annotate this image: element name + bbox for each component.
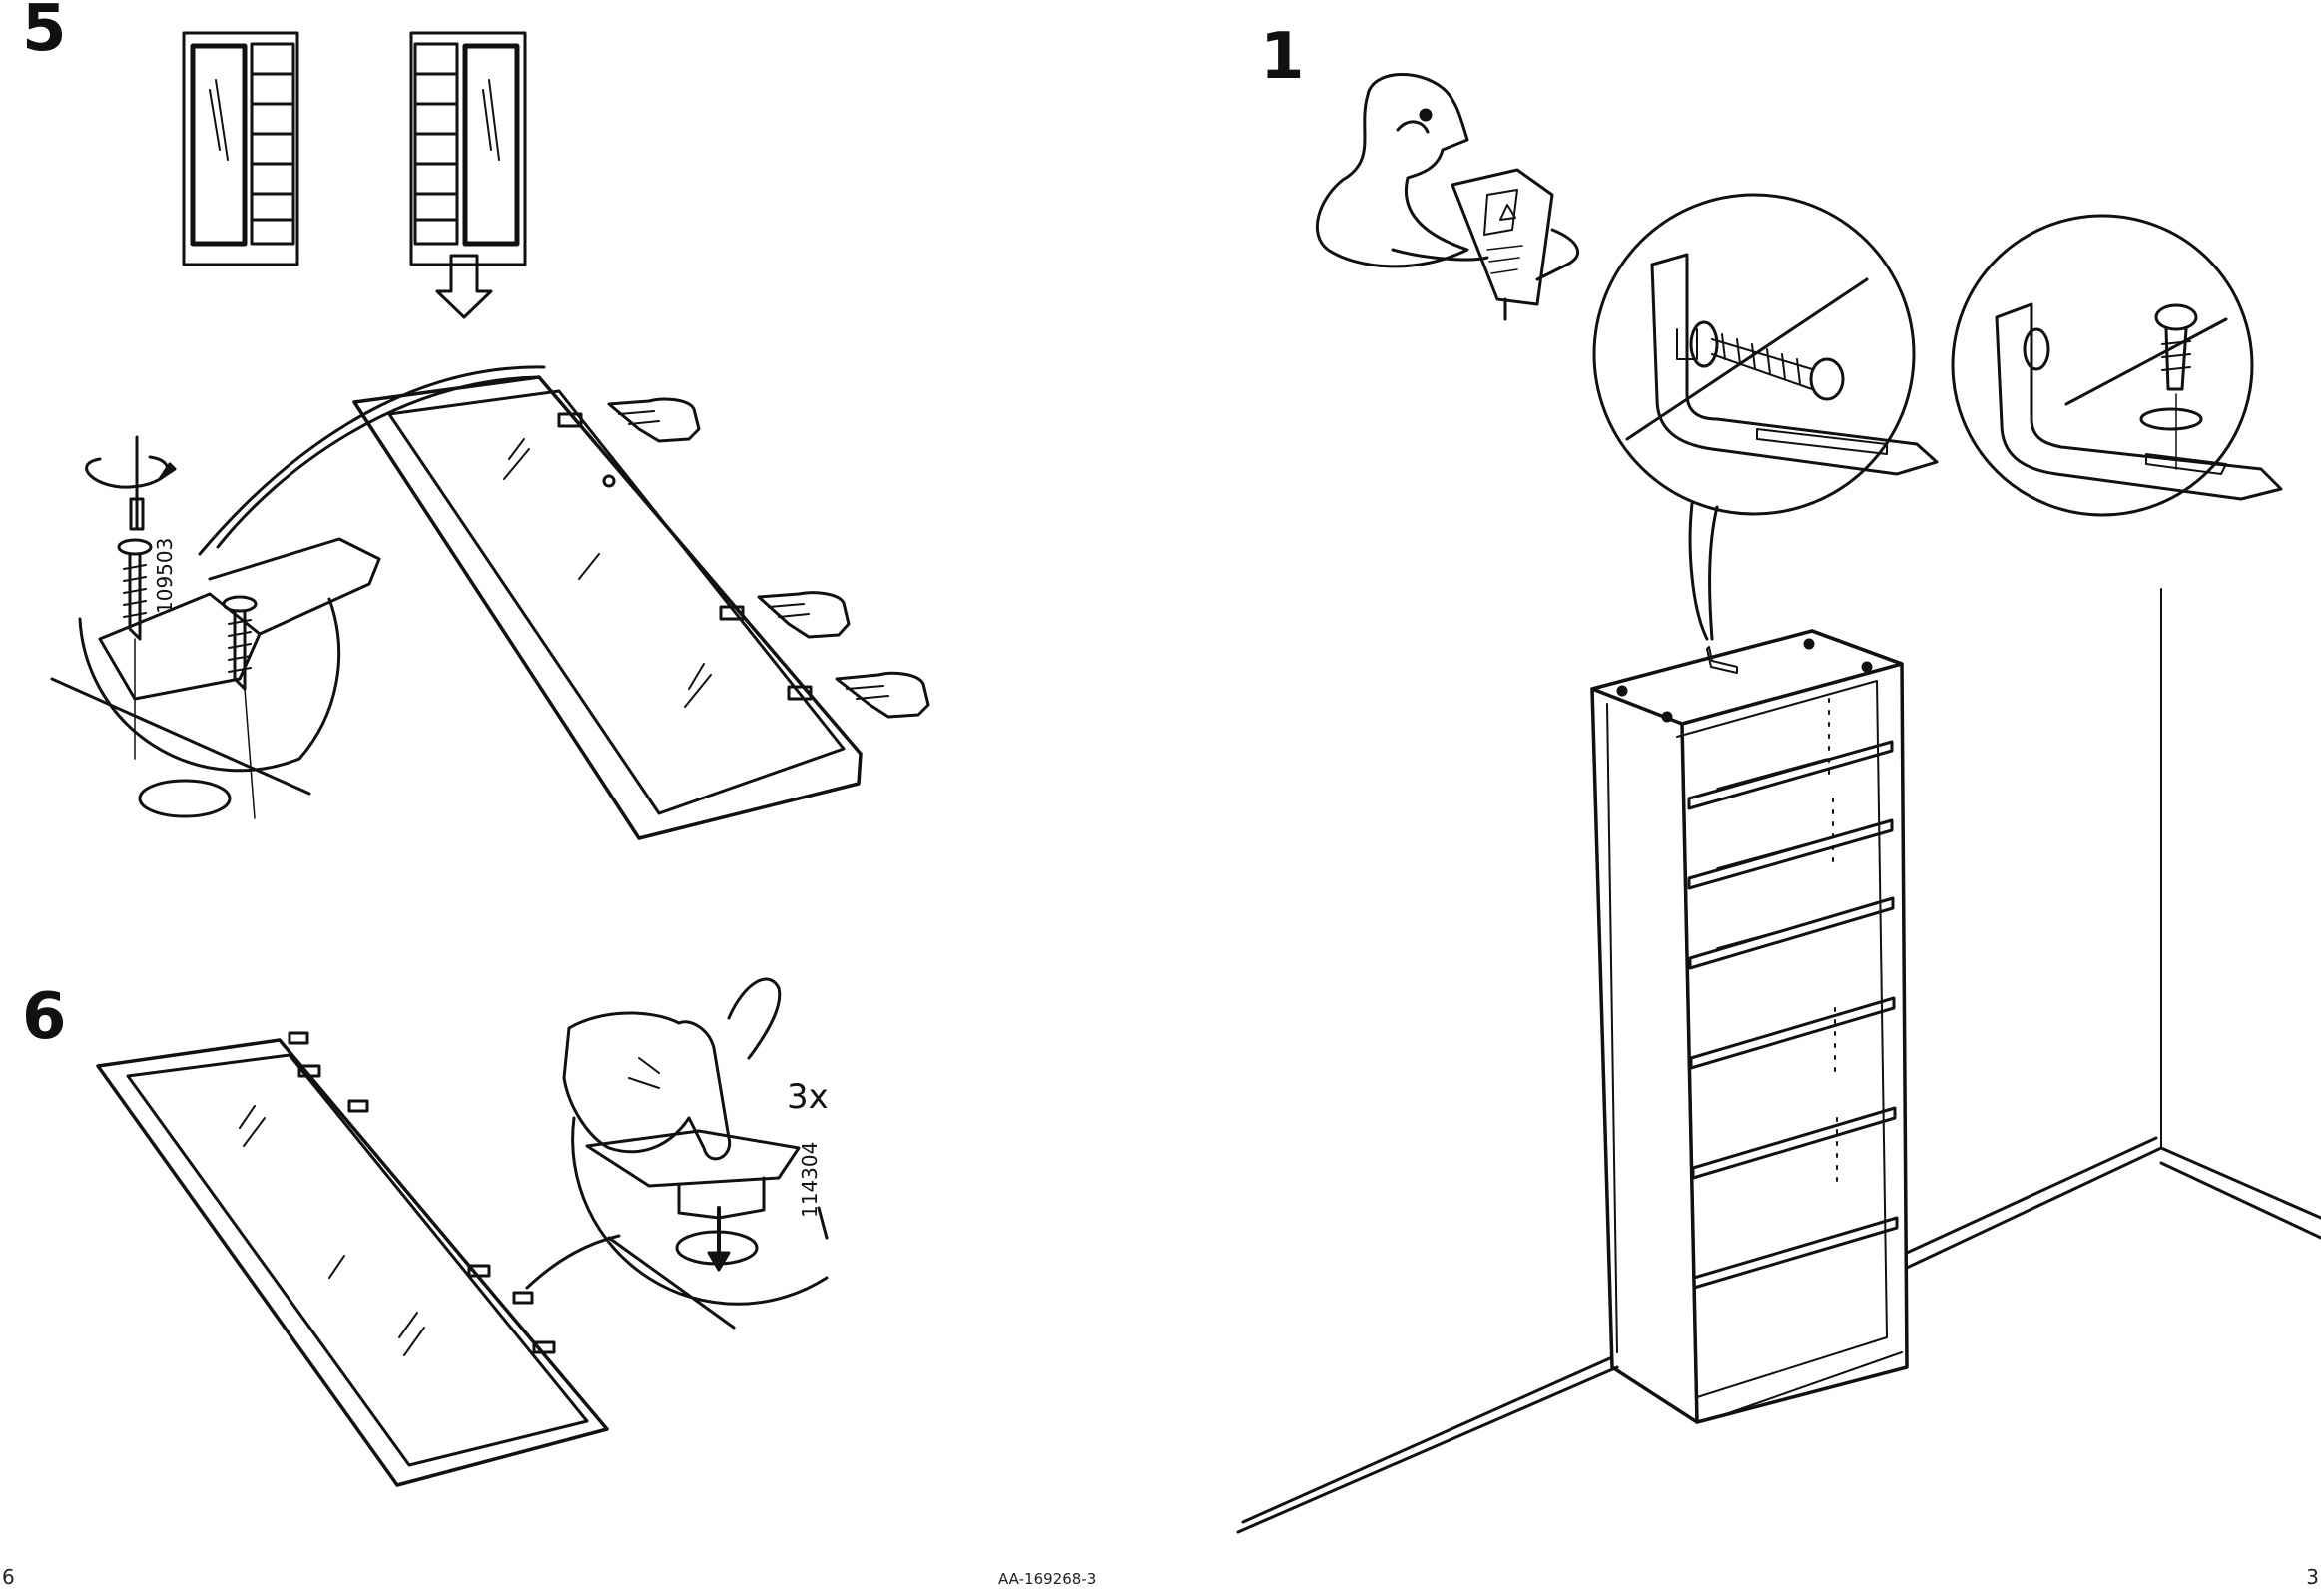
pointing-hand-icon <box>835 671 930 719</box>
step-1: 1 <box>1236 20 2321 1534</box>
page-number-right: 3 <box>2306 1565 2319 1589</box>
step-5: 5 <box>22 0 930 840</box>
page-number-left: 6 <box>2 1565 15 1589</box>
screw-part-number: 109503 <box>153 538 177 614</box>
door-orientation-right <box>409 31 527 266</box>
cap-part-number: 114304 <box>798 1142 822 1218</box>
document-code: AA-169268-3 <box>998 1570 1097 1588</box>
step-6: 6 <box>22 977 829 1487</box>
room-corner <box>1236 588 2321 1534</box>
callout-pointer <box>1688 502 1709 641</box>
cap-detail: 3x 114304 <box>562 977 829 1330</box>
callout-pointer <box>525 1234 621 1290</box>
screw-icon <box>222 595 258 691</box>
wall-bracket-screw-detail <box>1592 193 1939 516</box>
callout-pointer <box>216 375 541 549</box>
screwdriver-rotate-icon <box>85 435 177 531</box>
glass-door-panel <box>352 375 863 840</box>
person-reading-manual-icon <box>1315 72 1580 321</box>
hinge-detail: 109503 <box>50 435 381 819</box>
screw-icon <box>117 538 153 641</box>
step-6-number: 6 <box>22 980 67 1054</box>
step-5-number: 5 <box>22 0 67 66</box>
wall-bracket-washer-detail <box>1951 214 2283 517</box>
pressing-finger-icon <box>562 977 782 1161</box>
glass-door-panel <box>96 1031 609 1487</box>
quantity-label: 3x <box>787 1077 829 1117</box>
down-arrow-icon <box>435 254 493 319</box>
pointing-hand-icon <box>607 397 701 443</box>
door-orientation-left <box>182 31 299 266</box>
pointing-hand-icon <box>757 591 851 639</box>
bookcase <box>1590 629 1909 1424</box>
step-1-number: 1 <box>1260 20 1305 94</box>
